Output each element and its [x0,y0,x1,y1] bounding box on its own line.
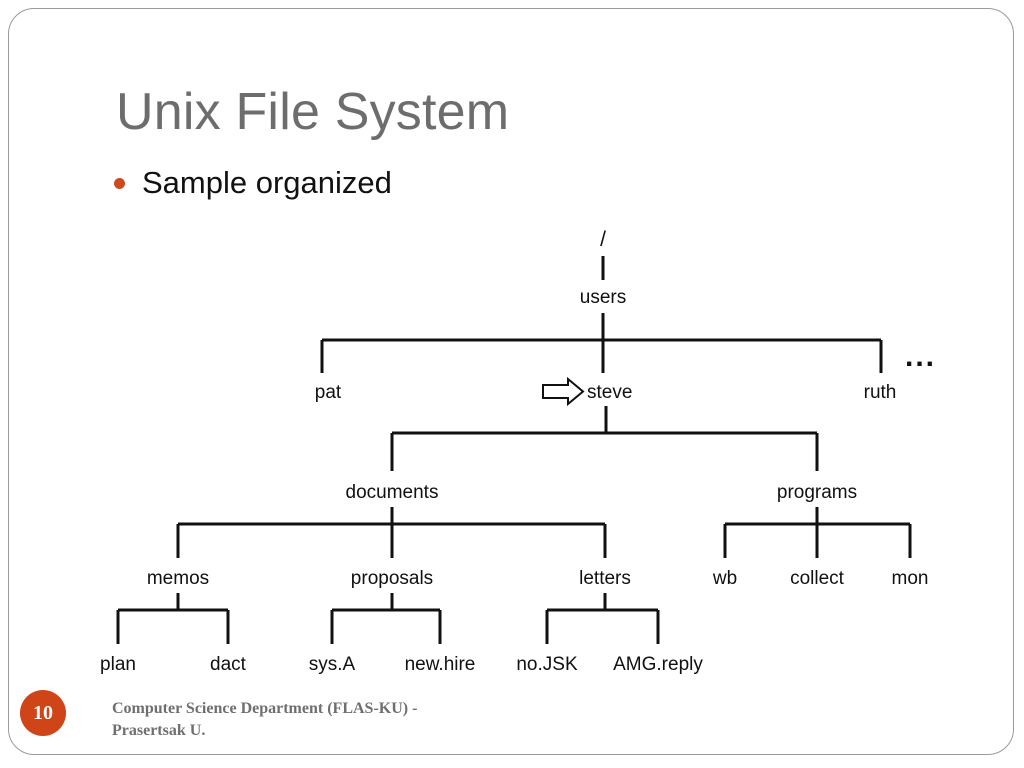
page-title: Unix File System [116,83,510,141]
tree-node-pat: pat [315,382,342,403]
tree-node-mon: mon [892,568,929,589]
tree-node-proposals: proposals [351,568,433,589]
tree-ellipsis-label: ... [905,340,936,373]
tree-node-letters: letters [579,568,631,589]
tree-node-no-jsk: no.JSK [516,654,578,675]
tree-node-plan: plan [100,654,136,675]
tree-node-dact: dact [210,654,247,675]
tree-node-documents: documents [346,482,439,503]
footer-credit-line-1: Computer Science Department (FLAS-KU) - [112,700,418,717]
tree-node-sys-a: sys.A [309,654,356,675]
tree-node-collect: collect [790,568,845,589]
tree-node-memos: memos [147,568,209,589]
page-number-badge: 10 [20,690,66,736]
bullet-item-label: Sample organized [142,165,392,200]
steve-pointer-arrow-icon [542,376,585,407]
unix-file-system-tree-diagram: / users ... pat steve ruth [60,218,960,688]
tree-node-steve: steve [587,382,632,403]
tree-node-new-hire: new.hire [405,654,476,675]
bullet-list-item: Sample organized [114,165,392,201]
tree-node-amg-reply: AMG.reply [613,654,703,675]
tree-node-root: / [600,228,606,251]
tree-node-users: users [580,287,626,308]
footer-credit: Computer Science Department (FLAS-KU) - … [112,698,417,741]
slide-footer: 10 Computer Science Department (FLAS-KU)… [20,690,417,741]
tree-node-wb: wb [712,568,737,589]
footer-credit-line-2: Prasertsak U. [112,721,206,739]
bullet-dot-icon [114,177,125,189]
tree-node-programs: programs [777,482,857,503]
tree-node-ruth: ruth [864,382,897,403]
